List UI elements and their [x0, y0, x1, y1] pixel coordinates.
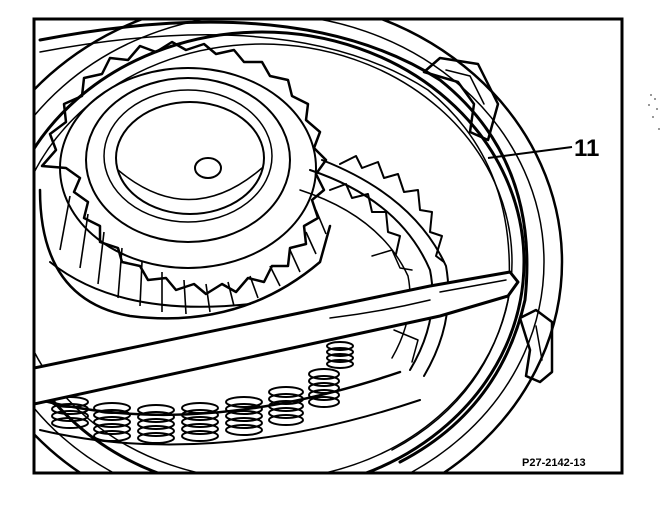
housing-lug-upper: [422, 56, 500, 142]
scan-speckles: [648, 94, 660, 130]
figure-id: P27-2142-13: [522, 457, 586, 469]
helical-gear: [38, 40, 332, 320]
housing-lug-lower: [518, 308, 554, 384]
callout-leader-line: [487, 146, 573, 159]
gear-bore-hole: [194, 157, 222, 179]
spring-pack: [38, 341, 421, 446]
figure-frame: [32, 17, 624, 475]
clutch-disc-pack: [299, 155, 450, 377]
callout-number: 11: [574, 135, 599, 162]
screwdriver: [34, 270, 520, 406]
housing: [34, 19, 564, 473]
snap-ring: [38, 20, 529, 464]
